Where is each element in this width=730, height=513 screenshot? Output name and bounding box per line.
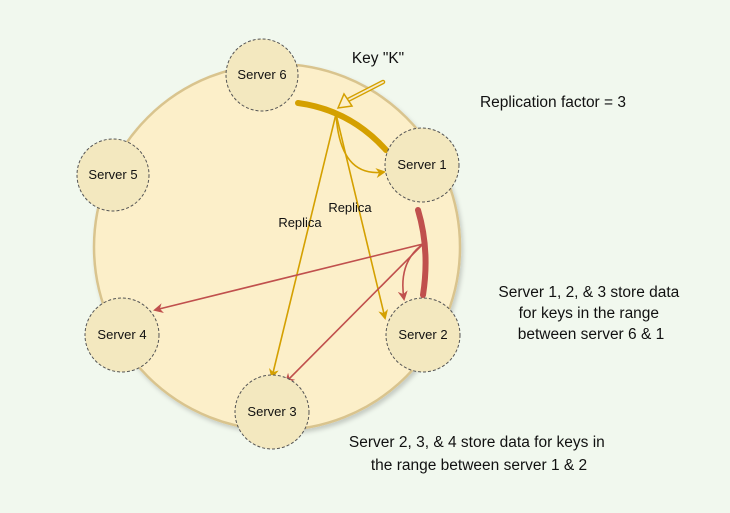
- hash-ring: [92, 62, 462, 432]
- range-note-line: the range between server 1 & 2: [371, 457, 587, 474]
- server-label: Server 2: [398, 327, 447, 342]
- range-arc-server1-server2: [415, 207, 429, 298]
- server-node-2[interactable]: Server 2: [385, 297, 461, 373]
- range-note-line: Server 1, 2, & 3 store data: [498, 284, 679, 301]
- server-label: Server 1: [397, 157, 446, 172]
- replication-factor-note: Replication factor = 3: [480, 94, 626, 111]
- server-label: Server 5: [88, 167, 137, 182]
- replica-label: Replica: [278, 215, 322, 230]
- range-arc-server6-server1: [295, 100, 389, 153]
- server-label: Server 6: [237, 67, 286, 82]
- range-note-line: between server 6 & 1: [518, 326, 664, 343]
- key-label: Key "K": [352, 50, 404, 67]
- range-note-line: Server 2, 3, & 4 store data for keys in: [349, 434, 605, 451]
- server-node-1[interactable]: Server 1: [384, 127, 460, 203]
- range-note-line: for keys in the range: [519, 305, 659, 322]
- server-node-4[interactable]: Server 4: [84, 297, 160, 373]
- arrow-key-to-server3: [269, 113, 337, 379]
- server-label: Server 4: [97, 327, 146, 342]
- arrow-range-to-server2: [397, 243, 424, 301]
- server-node-5[interactable]: Server 5: [76, 138, 150, 212]
- server-label: Server 3: [247, 404, 296, 419]
- arrow-key-to-server1: [335, 113, 386, 179]
- arrow-range-to-server4: [153, 243, 424, 313]
- key-pointer: [336, 79, 386, 109]
- server-node-3[interactable]: Server 3: [234, 374, 310, 450]
- arrow-range-to-server3: [284, 243, 424, 384]
- range-note-server6-server1: Server 1, 2, & 3 store data for keys in …: [498, 284, 683, 343]
- server-node-6[interactable]: Server 6: [225, 38, 299, 112]
- arrow-key-to-server2: [335, 113, 388, 320]
- range-note-server1-server2: Server 2, 3, & 4 store data for keys in …: [349, 434, 609, 474]
- replica-label: Replica: [328, 200, 372, 215]
